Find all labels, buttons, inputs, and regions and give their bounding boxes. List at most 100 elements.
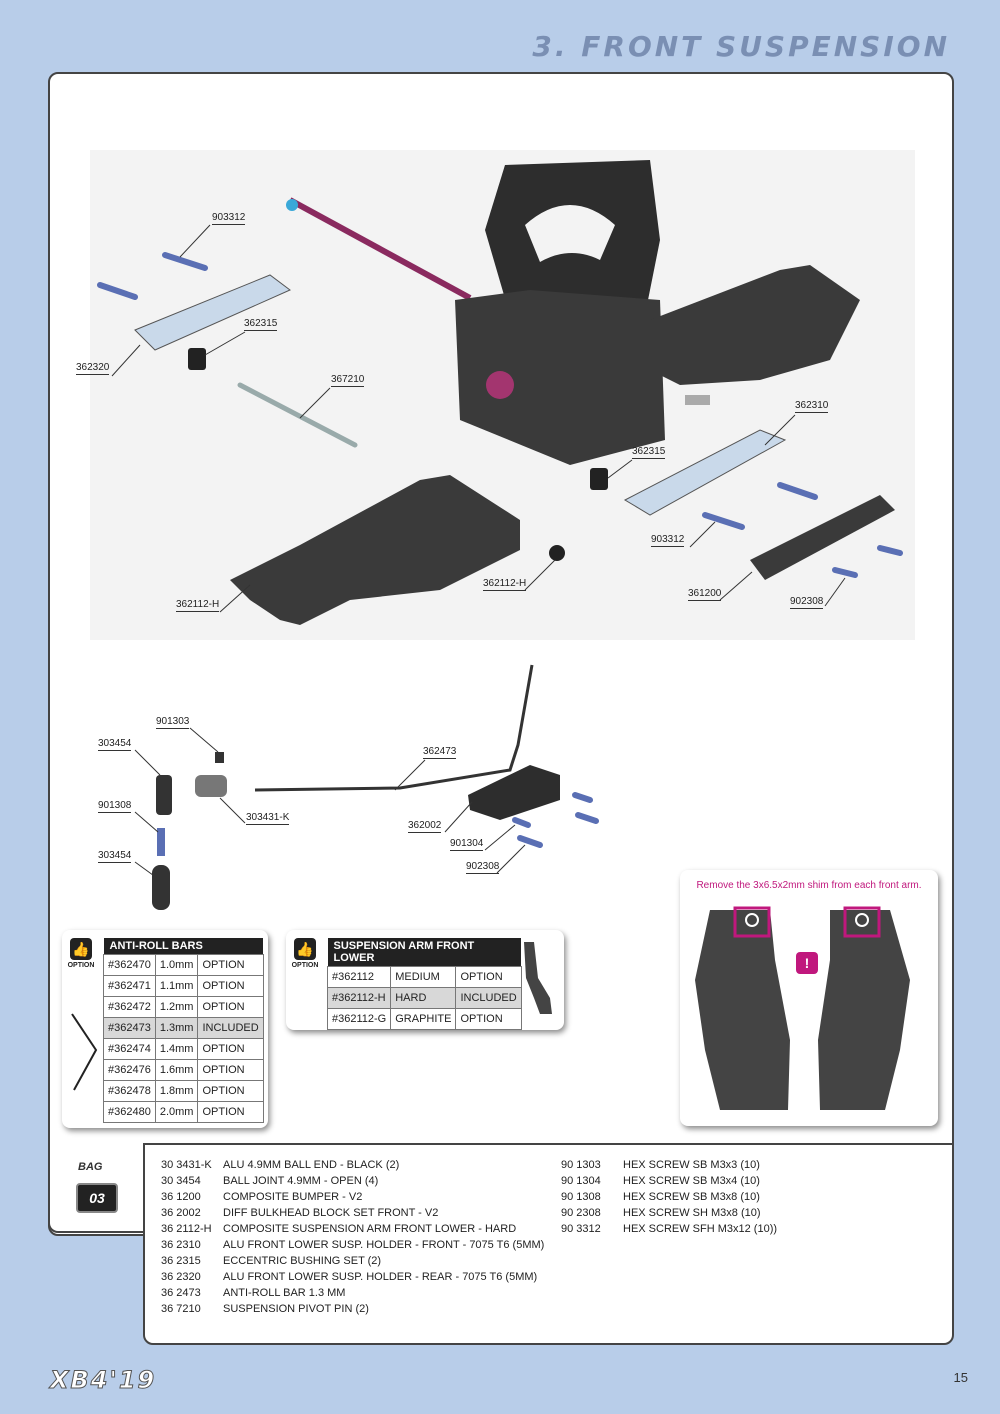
callout-362112-h: 362112-H bbox=[483, 578, 527, 591]
screw-extra-b bbox=[575, 812, 599, 824]
set-screw-901303 bbox=[215, 752, 224, 763]
page-number: 15 bbox=[953, 1370, 968, 1385]
pivot-pin-installed bbox=[685, 395, 710, 405]
callout-901303: 901303 bbox=[156, 716, 190, 729]
suspension-arm-assembled bbox=[650, 265, 860, 385]
rear-holder-362320 bbox=[134, 274, 291, 351]
leader-lines bbox=[111, 224, 846, 879]
screw-902308-b bbox=[877, 545, 903, 556]
thumbs-up-icon: 👍 bbox=[294, 938, 316, 960]
callout-367210: 367210 bbox=[331, 374, 365, 387]
screw-903312 bbox=[162, 252, 208, 271]
callout-901308: 901308 bbox=[98, 800, 132, 813]
callout-902308: 902308 bbox=[790, 596, 824, 609]
screw-902308-c bbox=[517, 835, 543, 848]
bag-tab: BAG 03 bbox=[48, 1143, 147, 1233]
brand-logo: XB4'19 bbox=[49, 1366, 157, 1395]
bag-number: 03 bbox=[76, 1183, 118, 1213]
bulkhead-cutout bbox=[525, 205, 615, 262]
callout-362310: 362310 bbox=[795, 400, 829, 413]
bumper-361200 bbox=[750, 495, 895, 580]
callout-903312-b: 903312 bbox=[651, 534, 685, 547]
option-label: OPTION bbox=[291, 962, 319, 969]
callout-903312: 903312 bbox=[212, 212, 246, 225]
screw-901304 bbox=[512, 817, 531, 828]
screw-903312-d bbox=[702, 512, 745, 530]
shim-notice-text: Remove the 3x6.5x2mm shim from each fron… bbox=[696, 880, 922, 891]
ball-joint-303454-b bbox=[152, 865, 170, 910]
front-holder-362310 bbox=[623, 429, 787, 516]
suspension-arm-header: SUSPENSION ARM FRONT LOWER bbox=[327, 938, 522, 967]
option-badge: 👍 OPTION bbox=[64, 938, 98, 969]
anti-roll-block-362002 bbox=[468, 765, 560, 820]
callout-362002: 362002 bbox=[408, 820, 442, 833]
option-label: OPTION bbox=[67, 962, 95, 969]
diff-bulkhead-block bbox=[455, 290, 665, 465]
shim bbox=[549, 545, 565, 561]
callout-362112-h-b: 362112-H bbox=[176, 599, 220, 612]
suspension-arm-table-box: 👍 OPTION SUSPENSION ARM FRONT LOWER #362… bbox=[286, 930, 564, 1030]
page-title: 3. FRONT SUSPENSION bbox=[532, 30, 950, 63]
ball-end-303431-k bbox=[195, 775, 227, 797]
callout-362315-b: 362315 bbox=[632, 446, 666, 459]
warning-icon: ! bbox=[796, 952, 818, 974]
screw-902308 bbox=[832, 567, 858, 578]
pivot-pin-367210 bbox=[237, 382, 358, 448]
callout-303454: 303454 bbox=[98, 738, 132, 751]
eccentric-bushing bbox=[188, 348, 206, 370]
screw-extra-a bbox=[572, 792, 593, 803]
callout-362320: 362320 bbox=[76, 362, 110, 375]
drive-shaft bbox=[288, 197, 472, 301]
callout-303431-k: 303431-K bbox=[246, 812, 290, 825]
arm-shim-illustration bbox=[695, 906, 910, 1110]
anti-roll-bars-header: ANTI-ROLL BARS bbox=[103, 938, 264, 955]
anti-roll-bar-shape-icon bbox=[71, 1013, 98, 1091]
ball-joint-303454 bbox=[156, 775, 172, 815]
anti-roll-bar-362473 bbox=[254, 664, 534, 792]
option-badge-b: 👍 OPTION bbox=[288, 938, 322, 969]
shim-notice: Remove the 3x6.5x2mm shim from each fron… bbox=[680, 870, 938, 1126]
callout-362473: 362473 bbox=[423, 746, 457, 759]
callout-362315: 362315 bbox=[244, 318, 278, 331]
bag-label: BAG bbox=[78, 1161, 103, 1173]
thumbs-up-icon: 👍 bbox=[70, 938, 92, 960]
screw-901308 bbox=[157, 828, 165, 856]
screw-903312-c bbox=[777, 482, 818, 500]
shaft-pin bbox=[286, 199, 298, 211]
callout-361200: 361200 bbox=[688, 588, 722, 601]
suspension-arm-362112-h bbox=[230, 475, 520, 625]
